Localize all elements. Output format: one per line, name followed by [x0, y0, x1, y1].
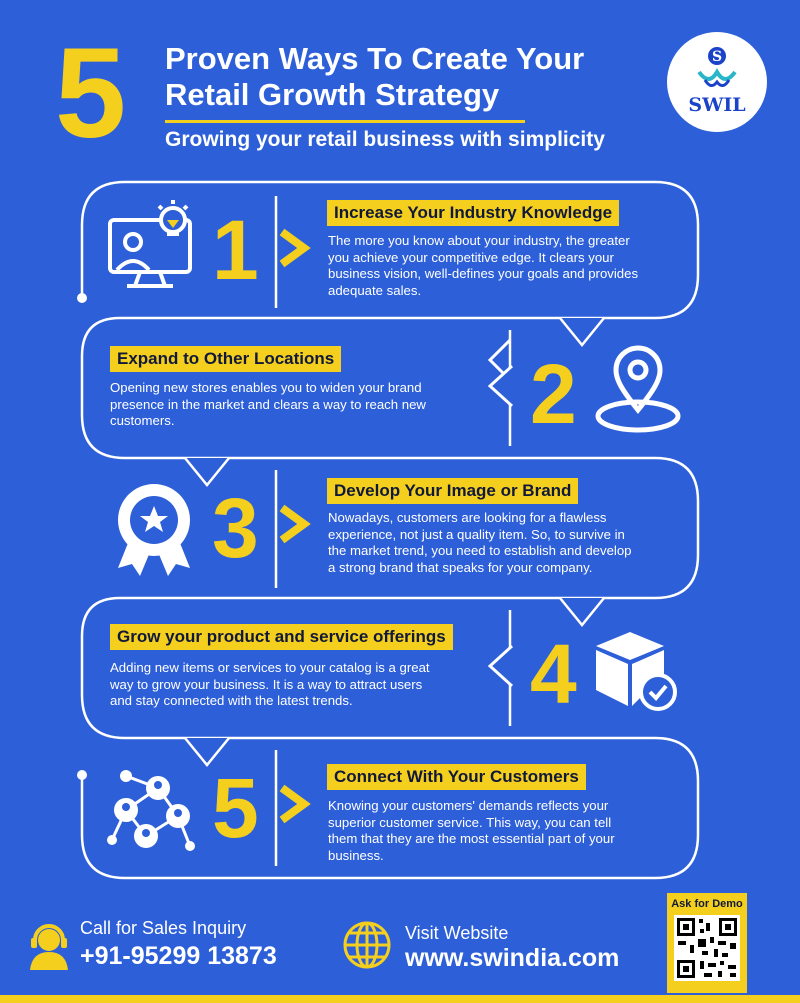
page-title-line1: Proven Ways To Create Your: [165, 41, 585, 76]
computer-lightbulb-icon: [108, 200, 192, 288]
phone-number-link[interactable]: +91-95299 13873: [80, 942, 277, 970]
step-2-text: Opening new stores enables you to widen …: [110, 380, 426, 428]
footer-accent-bar: [0, 995, 800, 1003]
svg-text:S: S: [712, 49, 722, 65]
award-badge-icon: [118, 484, 190, 576]
step-3-heading: Develop Your Image or Brand: [327, 478, 579, 505]
demo-qr-box[interactable]: Ask for Demo: [667, 893, 747, 993]
logo-text: SWIL: [688, 94, 746, 116]
step-5-number: 5: [212, 761, 259, 855]
step-1-number: 1: [212, 203, 259, 297]
website-link[interactable]: www.swindia.com: [405, 944, 620, 972]
headset-support-icon: [30, 924, 68, 970]
customer-network-icon: [107, 770, 195, 851]
step-1-text: The more you know about your industry, t…: [328, 233, 639, 298]
step-4-heading: Grow your product and service offerings: [110, 624, 453, 651]
step-3-number: 3: [212, 481, 259, 575]
step-2-heading: Expand to Other Locations: [110, 346, 342, 373]
step-4-text: Adding new items or services to your cat…: [110, 660, 430, 708]
ask-for-demo-label: Ask for Demo: [671, 898, 743, 910]
page-subtitle: Growing your retail business with simpli…: [165, 128, 605, 151]
location-pin-icon: [595, 345, 681, 433]
title-underline: [165, 120, 525, 123]
header-big-number: 5: [55, 22, 127, 165]
swil-logo: S SWIL: [667, 32, 767, 132]
step-5-heading: Connect With Your Customers: [327, 764, 586, 791]
step-2-number: 2: [530, 347, 577, 441]
step-5-text: Knowing your customers' demands reflects…: [328, 798, 615, 863]
call-label: Call for Sales Inquiry: [80, 918, 247, 938]
page-title-line2: Retail Growth Strategy: [165, 77, 500, 112]
step-3-text: Nowadays, customers are looking for a fl…: [328, 510, 632, 575]
step-4-number: 4: [530, 627, 577, 721]
package-check-icon: [596, 632, 677, 711]
globe-icon: [343, 921, 391, 969]
logo-emblem-icon: S: [697, 47, 737, 87]
step-1-heading: Increase Your Industry Knowledge: [327, 200, 620, 227]
qr-code-icon: [674, 915, 740, 981]
website-label: Visit Website: [405, 923, 509, 943]
